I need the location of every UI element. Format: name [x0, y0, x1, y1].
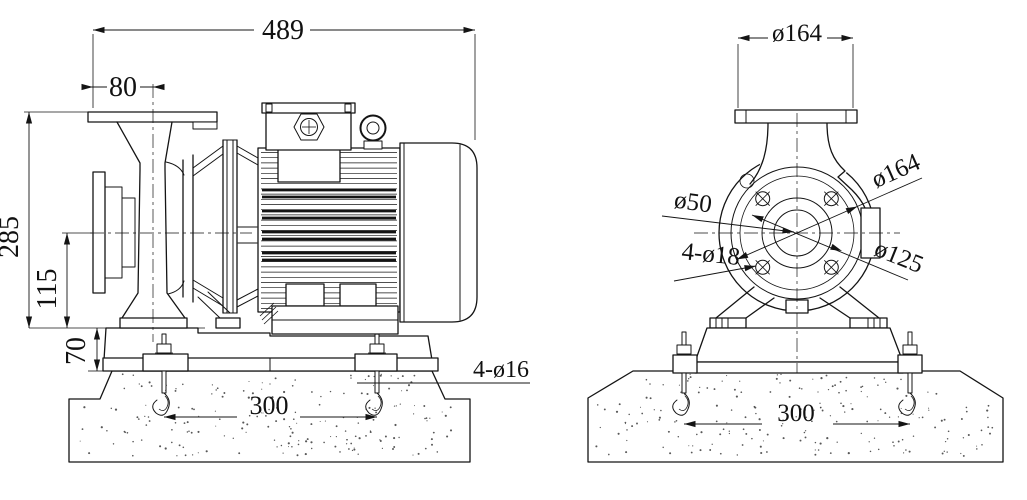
- flange-bolt-holes: [755, 191, 839, 275]
- dimension-arrowheads: [25, 26, 910, 428]
- dim-overall-length: 489: [92, 15, 476, 140]
- dim-discharge-flange-label: ø164: [772, 20, 823, 47]
- foundation-right: [587, 370, 1004, 463]
- concrete-speckles: [79, 373, 994, 457]
- dim-flange-offset: 80: [83, 72, 164, 103]
- anchor-bolt: [152, 333, 173, 416]
- dim-overall-length-label: 489: [262, 15, 304, 46]
- baseplate-left: [102, 327, 439, 372]
- dim-anchor-spacing-side: 300: [164, 391, 377, 420]
- pump-casing-side: [92, 121, 259, 329]
- side-view: [68, 84, 478, 463]
- dim-anchor-spacing-front: 300: [684, 400, 910, 427]
- dim-suction-bore-label: ø50: [673, 187, 714, 219]
- baseplate-right: [672, 327, 923, 374]
- discharge-riser: [734, 109, 866, 235]
- note-anchor-bolts-label: 4-ø16: [473, 357, 529, 383]
- note-flange-bolts: 4-ø18: [673, 238, 757, 282]
- dim-overall-height-label: 285: [0, 216, 25, 258]
- anchor-bolt: [672, 331, 692, 416]
- support-legs: [709, 286, 888, 329]
- dim-bolt-circle-label: ø125: [871, 235, 927, 279]
- casing-lug: [739, 173, 755, 189]
- dim-overall-height: 285: [0, 111, 90, 328]
- note-anchor-bolts: 4-ø16: [357, 357, 530, 384]
- discharge-flange-side: [87, 111, 218, 130]
- dim-discharge-flange: ø164: [737, 20, 854, 108]
- dim-bolt-circle: ø125: [751, 214, 927, 281]
- note-flange-bolts-label: 4-ø18: [680, 238, 741, 271]
- dim-anchor-spacing-side-label: 300: [250, 391, 289, 420]
- anchor-bolt: [898, 331, 918, 416]
- dim-anchor-spacing-front-label: 300: [777, 400, 815, 427]
- front-view: [587, 109, 1004, 463]
- dim-flange-offset-label: 80: [109, 72, 137, 103]
- discharge-flange-front: [734, 109, 858, 124]
- foundation-left: [68, 370, 471, 463]
- dim-base-height-label: 70: [61, 337, 92, 365]
- dim-suction-bore: ø50: [661, 187, 795, 233]
- dim-axis-height-label: 115: [32, 269, 63, 310]
- dim-suction-flange-od-label: ø164: [868, 148, 925, 193]
- motor: [257, 102, 478, 335]
- dim-axis-height: 115: [32, 232, 92, 328]
